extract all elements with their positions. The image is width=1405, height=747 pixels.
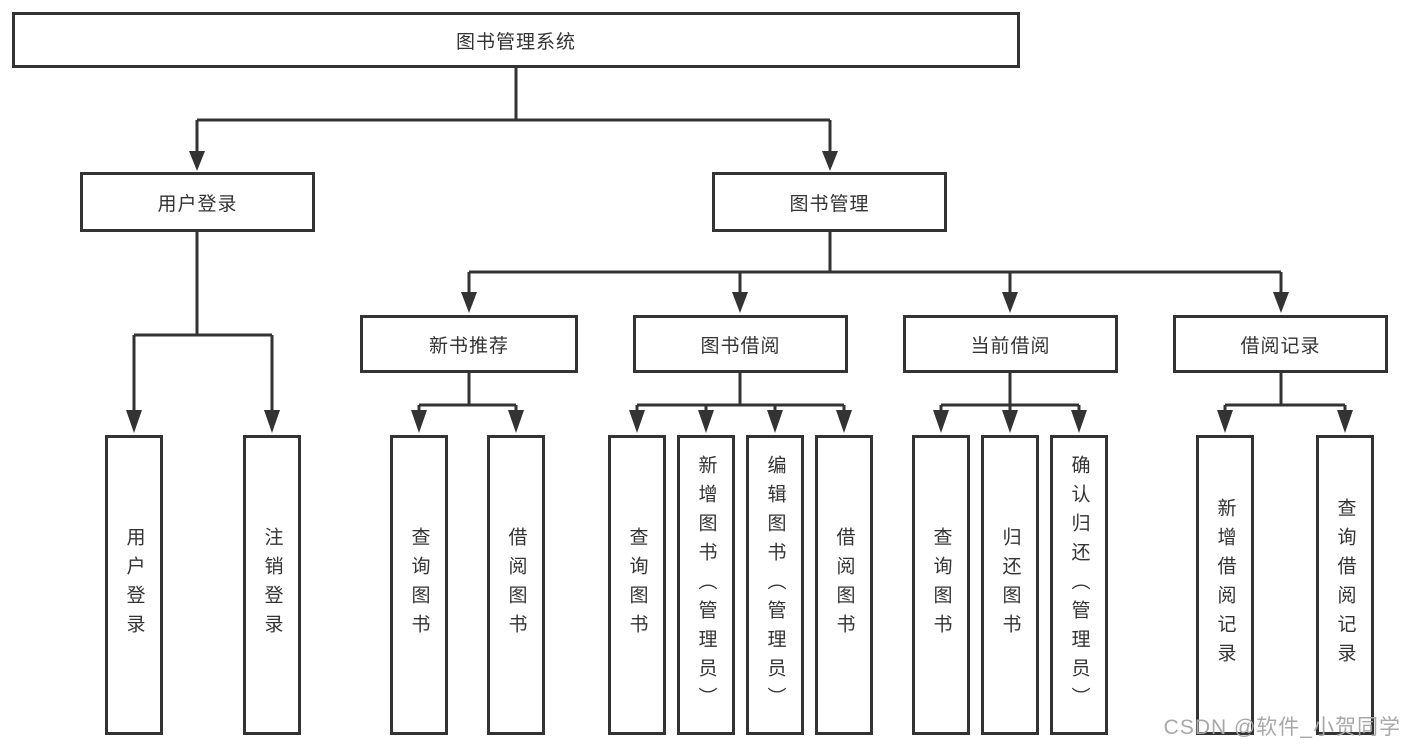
node-current-borrowing: 当前借阅 (903, 315, 1118, 373)
node-borrow-records: 借阅记录 (1173, 315, 1388, 373)
csdn-watermark: CSDN @软件_小贺同学 (1163, 716, 1401, 739)
node-borrow-records-label: 借阅记录 (1240, 335, 1321, 357)
node-user-login: 用户登录 (80, 172, 315, 232)
leaf-bb-query-books-label: 查询图书 (626, 527, 648, 643)
leaf-br-add-record-label: 新增借阅记录 (1214, 498, 1236, 672)
node-book-borrowing-label: 图书借阅 (700, 335, 781, 357)
leaf-bb-query-books: 查询图书 (608, 435, 666, 735)
leaf-nbr-query-books: 查询图书 (390, 435, 448, 735)
leaf-br-add-record: 新增借阅记录 (1196, 435, 1254, 735)
leaf-cb-return-books-label: 归还图书 (999, 527, 1021, 643)
leaf-cb-confirm-return-admin-label: 确认归还（管理员） (1068, 454, 1090, 716)
leaf-br-query-record: 查询借阅记录 (1316, 435, 1374, 735)
leaf-logout-label: 注销登录 (261, 527, 283, 643)
leaf-user-login-label: 用户登录 (123, 527, 145, 643)
leaf-cb-query-books-label: 查询图书 (930, 527, 952, 643)
leaf-bb-edit-books-admin: 编辑图书（管理员） (746, 435, 804, 735)
leaf-cb-query-books: 查询图书 (912, 435, 970, 735)
arrowheads (126, 151, 1353, 433)
node-book-management: 图书管理 (712, 172, 947, 232)
node-root-system: 图书管理系统 (12, 12, 1020, 68)
leaf-logout: 注销登录 (243, 435, 301, 735)
leaf-bb-edit-books-admin-label: 编辑图书（管理员） (764, 454, 786, 716)
leaf-bb-borrow-books-label: 借阅图书 (833, 527, 855, 643)
leaf-cb-confirm-return-admin: 确认归还（管理员） (1050, 435, 1108, 735)
leaf-bb-borrow-books: 借阅图书 (815, 435, 873, 735)
leaf-bb-add-books-admin: 新增图书（管理员） (677, 435, 735, 735)
node-book-borrowing: 图书借阅 (633, 315, 848, 373)
leaf-br-query-record-label: 查询借阅记录 (1334, 498, 1356, 672)
leaf-user-login: 用户登录 (105, 435, 163, 735)
node-book-management-label: 图书管理 (789, 193, 870, 215)
leaf-nbr-query-books-label: 查询图书 (408, 527, 430, 643)
node-root-label: 图书管理系统 (455, 31, 576, 53)
node-current-borrowing-label: 当前借阅 (970, 335, 1051, 357)
node-new-book-recommend: 新书推荐 (360, 315, 578, 373)
node-user-login-label: 用户登录 (157, 193, 238, 215)
leaf-cb-return-books: 归还图书 (981, 435, 1039, 735)
leaf-nbr-borrow-books-label: 借阅图书 (505, 527, 527, 643)
leaf-bb-add-books-admin-label: 新增图书（管理员） (695, 454, 717, 716)
leaf-nbr-borrow-books: 借阅图书 (487, 435, 545, 735)
node-new-book-recommend-label: 新书推荐 (428, 335, 509, 357)
